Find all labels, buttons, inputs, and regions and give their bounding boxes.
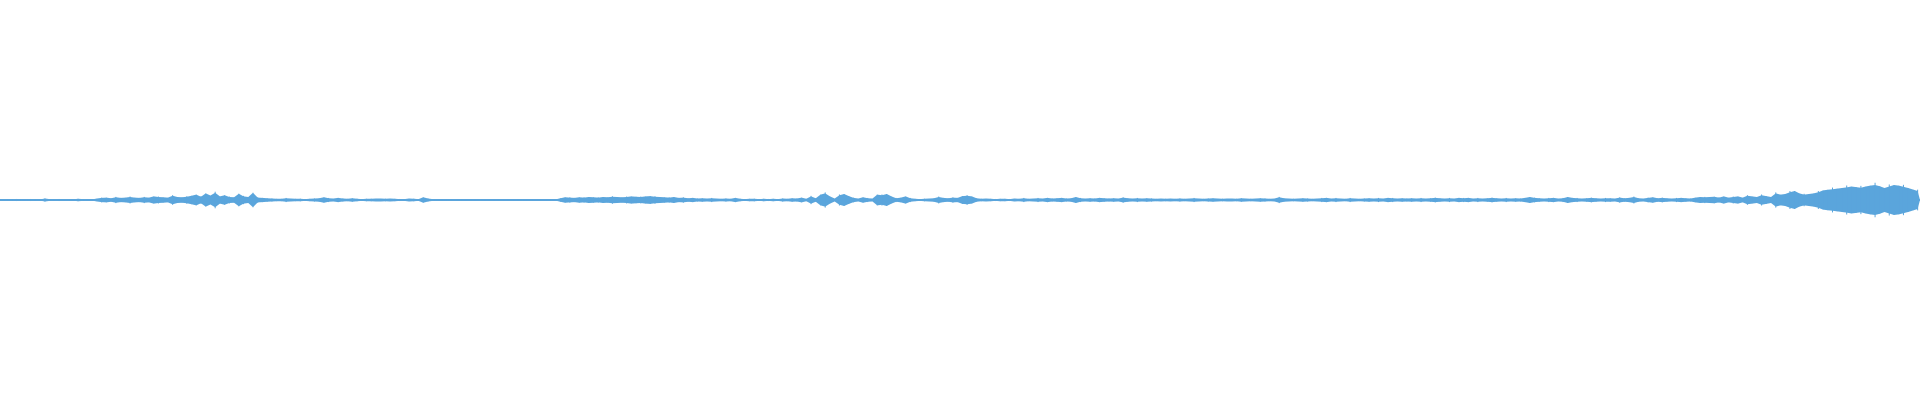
waveform-envelope	[0, 185, 1920, 215]
waveform-group	[0, 182, 1920, 218]
